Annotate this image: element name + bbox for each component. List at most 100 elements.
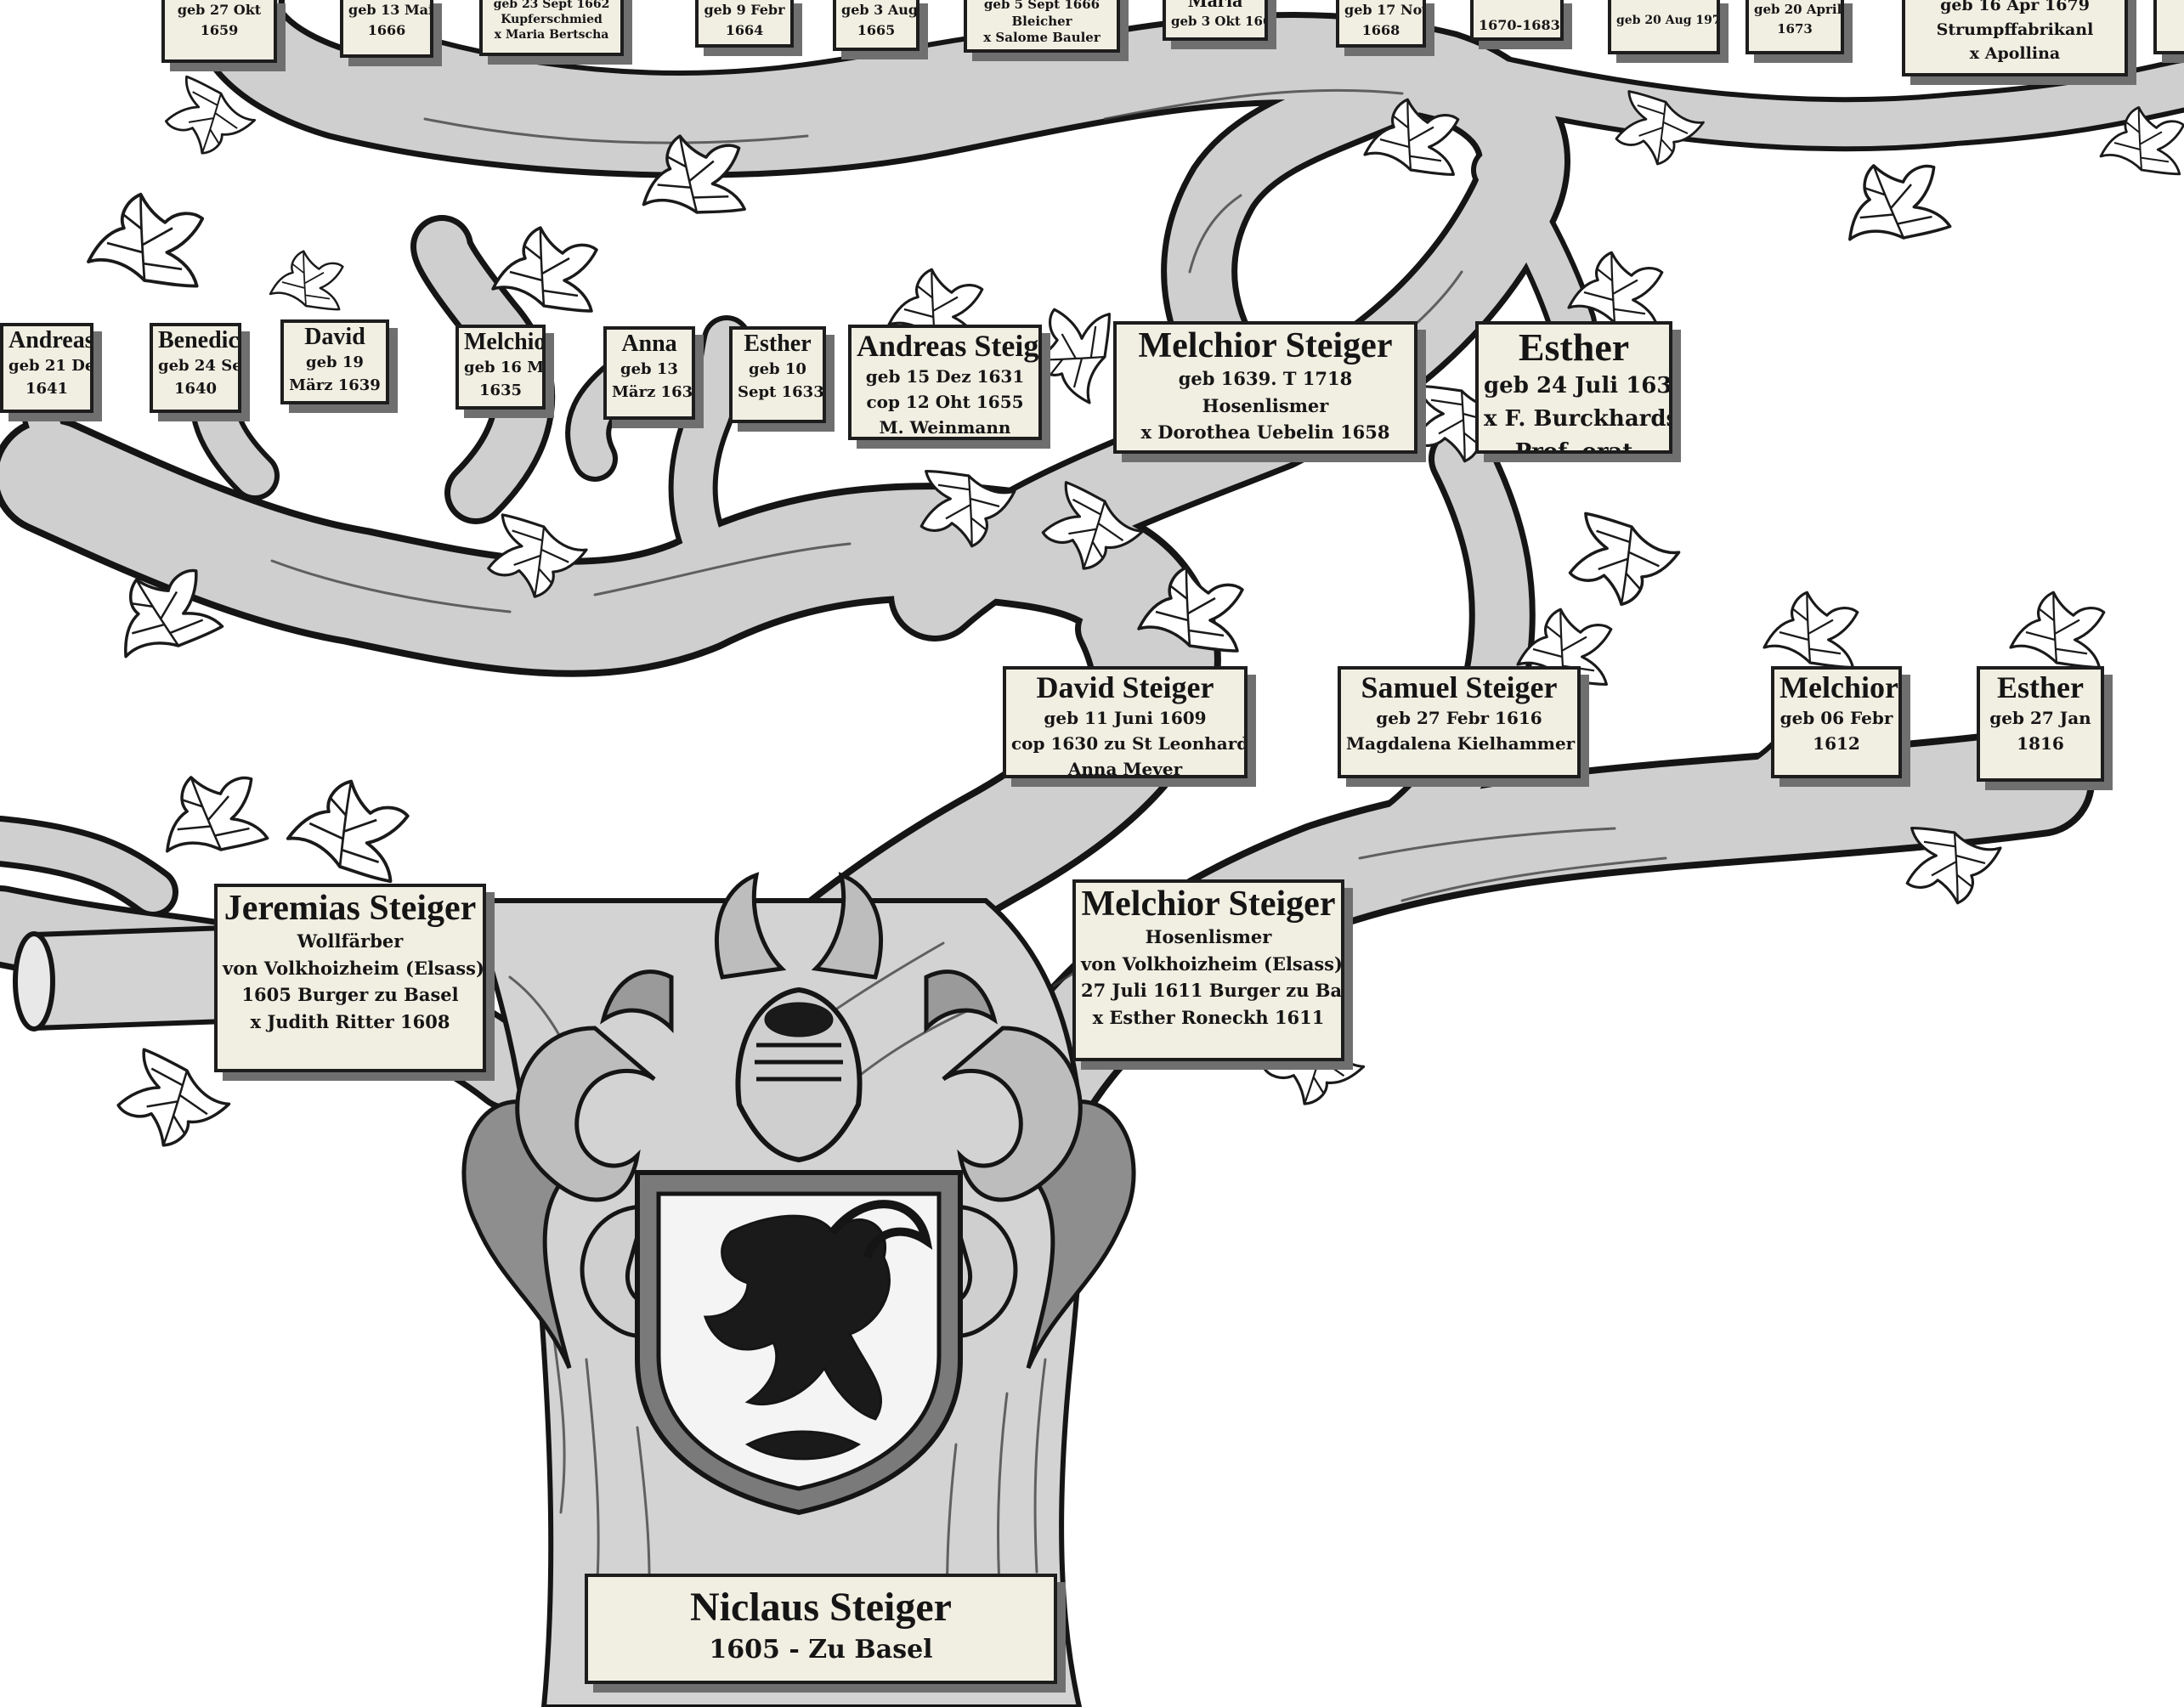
person-detail: geb 3 Okt 1669 bbox=[1171, 14, 1265, 30]
person-card-top-2[interactable]: geb 13 Mai 1666 bbox=[340, 0, 433, 58]
person-detail: 1673 bbox=[1777, 20, 1813, 37]
person-card-andreas[interactable]: Andreas geb 21 Dez 1641 bbox=[0, 323, 93, 413]
person-detail: x F. Burckhards bbox=[1484, 405, 1672, 432]
person-card-david[interactable]: David geb 19 März 1639 bbox=[280, 319, 389, 404]
person-name: Jeremias Steiger bbox=[223, 889, 477, 928]
person-detail: geb 9 Febr bbox=[704, 2, 785, 18]
person-detail: geb 17 Nov bbox=[1344, 2, 1426, 18]
person-name: David bbox=[304, 324, 365, 350]
person-detail: geb 16 Apr 1679 bbox=[1940, 0, 2090, 14]
person-detail: geb 15 Dez 1631 bbox=[865, 365, 1025, 387]
person-name: Melchior bbox=[1779, 670, 1898, 704]
person-detail: März 1636 bbox=[612, 382, 695, 401]
person-detail: geb 19 bbox=[306, 353, 364, 371]
person-card-maria[interactable]: Maria geb 3 Okt 1669 bbox=[1163, 0, 1268, 41]
person-card-melchior-steiger-gen3[interactable]: Melchior Steiger geb 1639. T 1718 Hosenl… bbox=[1113, 321, 1417, 454]
person-detail: Sept 1633 bbox=[738, 382, 824, 401]
person-detail: 1641 bbox=[25, 379, 69, 398]
person-card-melchior-steiger-gen1[interactable]: Melchior Steiger Hosenlismer von Volkhoi… bbox=[1072, 879, 1344, 1061]
person-detail: Wollfärber bbox=[297, 930, 404, 952]
person-detail: geb 21 Dez bbox=[8, 356, 90, 375]
person-name: Niclaus Steiger bbox=[690, 1585, 952, 1630]
person-detail: geb 24 Juli 1638 bbox=[1484, 372, 1672, 398]
person-name: Esther bbox=[744, 331, 812, 357]
person-card-top-10[interactable]: geb 20 Aug 1971 bbox=[1608, 0, 1720, 54]
person-detail: x Esther Roneckh 1611 bbox=[1092, 1006, 1325, 1028]
person-card-edge[interactable] bbox=[2153, 0, 2184, 54]
person-detail: geb 11 Juni 1609 bbox=[1044, 707, 1207, 728]
person-detail: geb 20 Aug 1971 bbox=[1616, 14, 1720, 27]
person-detail: 1664 bbox=[725, 22, 764, 38]
person-card-melchior-gen3[interactable]: Melchior geb 16 März 1635 bbox=[455, 325, 546, 410]
person-detail: geb 27 Febr 1616 bbox=[1376, 707, 1542, 728]
person-name: Benedict bbox=[158, 327, 241, 353]
person-detail: Anna Meyer bbox=[1067, 758, 1183, 778]
person-detail: geb 5 Sept 1666 bbox=[983, 0, 1100, 12]
person-card-root[interactable]: Niclaus Steiger 1605 - Zu Basel bbox=[585, 1574, 1057, 1684]
person-detail: Magdalena Kielhammer bbox=[1346, 732, 1576, 754]
person-name: Melchior Steiger bbox=[1081, 885, 1336, 924]
person-detail: geb 23 Sept 1662 bbox=[493, 0, 610, 11]
person-name: Melchior Steiger bbox=[1138, 326, 1393, 365]
person-detail: geb 10 bbox=[749, 359, 806, 378]
person-detail: Strumpffabrikanl bbox=[1936, 20, 2094, 39]
person-card-jeremias-steiger[interactable]: Jeremias Steiger Wollfärber von Volkhoiz… bbox=[214, 884, 486, 1072]
person-card-top-4[interactable]: geb 9 Febr 1664 bbox=[695, 0, 794, 48]
person-detail: von Volkhoizheim (Elsass) bbox=[223, 957, 484, 979]
person-name: Esther bbox=[1518, 325, 1630, 369]
person-card-esther-gen3b[interactable]: Esther geb 24 Juli 1638 x F. Burckhards … bbox=[1475, 321, 1672, 454]
person-card-top-11[interactable]: geb 20 April 1673 bbox=[1746, 0, 1844, 54]
person-card-esther-gen3a[interactable]: Esther geb 10 Sept 1633 bbox=[729, 326, 826, 423]
person-detail: geb 24 Sept bbox=[158, 356, 241, 375]
person-detail: geb 27 Okt bbox=[177, 2, 262, 18]
person-detail: 1612 bbox=[1813, 732, 1860, 754]
person-detail: 27 Juli 1611 Burger zu Basel bbox=[1081, 980, 1344, 1002]
person-detail: 1659 bbox=[200, 22, 239, 38]
person-detail: Hosenlismer bbox=[1202, 394, 1329, 416]
person-detail: geb 06 Febr bbox=[1779, 707, 1893, 728]
person-detail: März 1639 bbox=[289, 376, 381, 394]
person-detail: 1670-1683 bbox=[1479, 17, 1560, 33]
person-detail: 1640 bbox=[173, 379, 218, 398]
person-card-andreas-steiger[interactable]: Andreas Steiger geb 15 Dez 1631 cop 12 O… bbox=[848, 325, 1042, 440]
person-detail: M. Weinmann bbox=[879, 416, 1011, 438]
person-card-david-steiger[interactable]: David Steiger geb 11 Juni 1609 cop 1630 … bbox=[1003, 666, 1248, 778]
person-detail: geb 3 Aug bbox=[841, 2, 919, 18]
person-detail: x Salome Bauler bbox=[983, 30, 1100, 45]
person-detail: 1605 - Zu Basel bbox=[709, 1634, 933, 1665]
person-card-esther-gen2[interactable]: Esther geb 27 Jan 1816 bbox=[1977, 666, 2104, 782]
person-detail: Kupferschmied bbox=[501, 13, 603, 27]
person-detail: Bleicher bbox=[1011, 13, 1072, 29]
person-card-top-6[interactable]: geb 5 Sept 1666 Bleicher x Salome Bauler bbox=[964, 0, 1120, 53]
person-detail: geb 16 März bbox=[464, 358, 545, 376]
person-card-top-9[interactable]: 1670-1683 bbox=[1470, 0, 1564, 41]
person-name: Melchior bbox=[464, 329, 546, 355]
person-name: Maria bbox=[1188, 0, 1242, 12]
person-detail: geb 20 April bbox=[1754, 2, 1842, 17]
person-card-top-3[interactable]: geb 23 Sept 1662 Kupferschmied x Maria B… bbox=[479, 0, 624, 56]
person-card-top-5[interactable]: geb 3 Aug 1665 bbox=[833, 0, 919, 51]
person-card-melchior-gen2[interactable]: Melchior geb 06 Febr 1612 bbox=[1771, 666, 1902, 778]
person-detail: 1605 Burger zu Basel bbox=[241, 984, 459, 1006]
person-card-anna[interactable]: Anna geb 13 März 1636 bbox=[603, 326, 695, 420]
person-card-top-12[interactable]: geb 16 Apr 1679 Strumpffabrikanl x Apoll… bbox=[1902, 0, 2128, 76]
person-detail: Hosenlismer bbox=[1145, 926, 1272, 948]
person-detail: geb 27 Jan bbox=[1989, 707, 2091, 728]
person-detail: 1668 bbox=[1361, 22, 1400, 38]
person-name: Samuel Steiger bbox=[1361, 670, 1558, 704]
person-name: Andreas bbox=[8, 327, 93, 353]
coat-of-arms bbox=[461, 872, 1136, 1516]
person-detail: x Maria Bertscha bbox=[494, 28, 609, 42]
person-detail: x Apollina bbox=[1969, 44, 2061, 63]
person-detail: 1665 bbox=[857, 22, 896, 38]
person-card-benedict[interactable]: Benedict geb 24 Sept 1640 bbox=[150, 323, 241, 413]
person-card-top-8[interactable]: geb 17 Nov 1668 bbox=[1336, 0, 1426, 48]
person-card-top-1[interactable]: geb 27 Okt 1659 bbox=[161, 0, 277, 63]
person-detail: geb 13 bbox=[620, 359, 678, 378]
person-name: Andreas Steiger bbox=[857, 329, 1039, 363]
person-detail: Prof. orat bbox=[1514, 438, 1633, 454]
person-card-samuel-steiger[interactable]: Samuel Steiger geb 27 Febr 1616 Magdalen… bbox=[1338, 666, 1581, 778]
person-detail: x Dorothea Uebelin 1658 bbox=[1140, 421, 1390, 444]
